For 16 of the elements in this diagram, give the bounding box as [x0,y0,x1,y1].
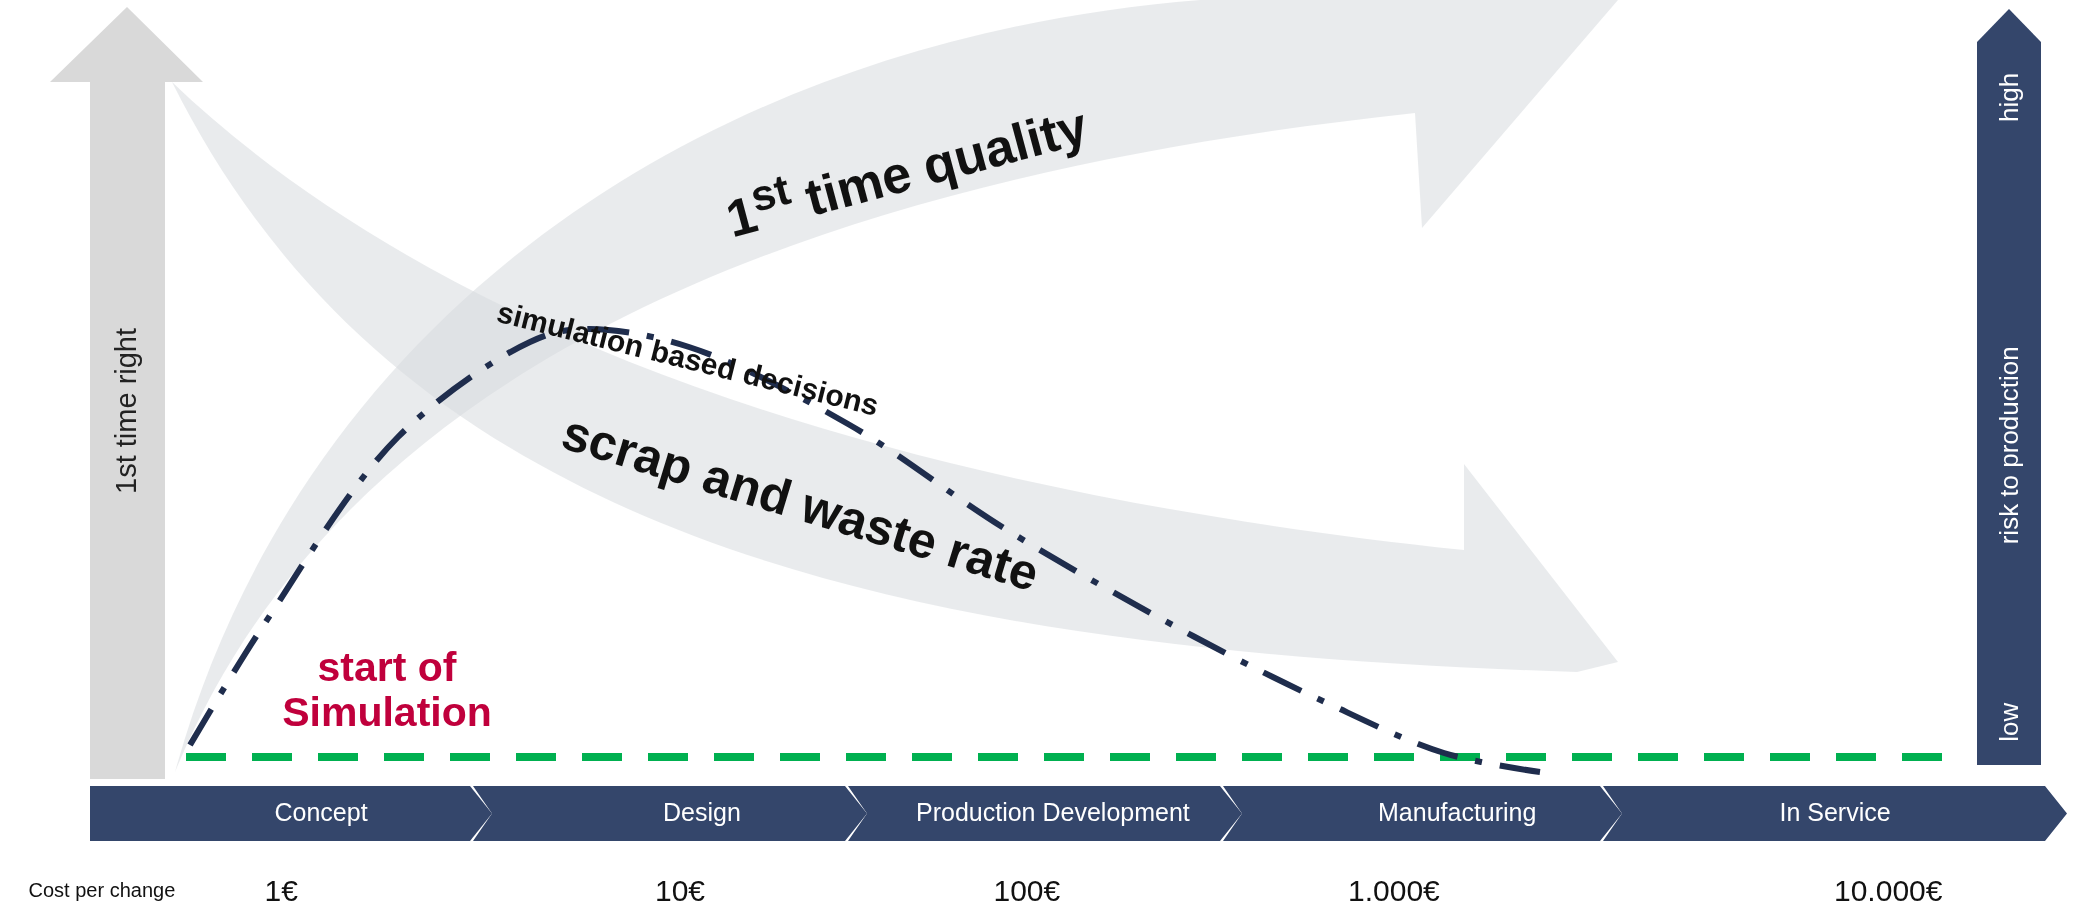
process-step: Manufacturing [1223,786,1622,841]
axis-label: 1st time right [111,327,143,494]
process-step: Production Development [848,786,1242,841]
process-step: Concept [90,786,492,841]
annotation-label: start of Simulation [281,645,493,736]
cost-value: 1€ [264,873,298,906]
process-step: In Service [1603,786,2067,841]
cost-value: 100€ [993,873,1061,906]
scale-label: low [1994,702,2024,742]
axis-label: risk to production [1994,345,2024,544]
row-label: Cost per change [28,879,176,901]
cost-value: 10€ [655,873,706,906]
cost-value: 10.000€ [1834,873,1943,906]
scale-label: high [1994,72,2024,122]
process-step: Design [473,786,867,841]
cost-value: 1.000€ [1348,873,1440,906]
